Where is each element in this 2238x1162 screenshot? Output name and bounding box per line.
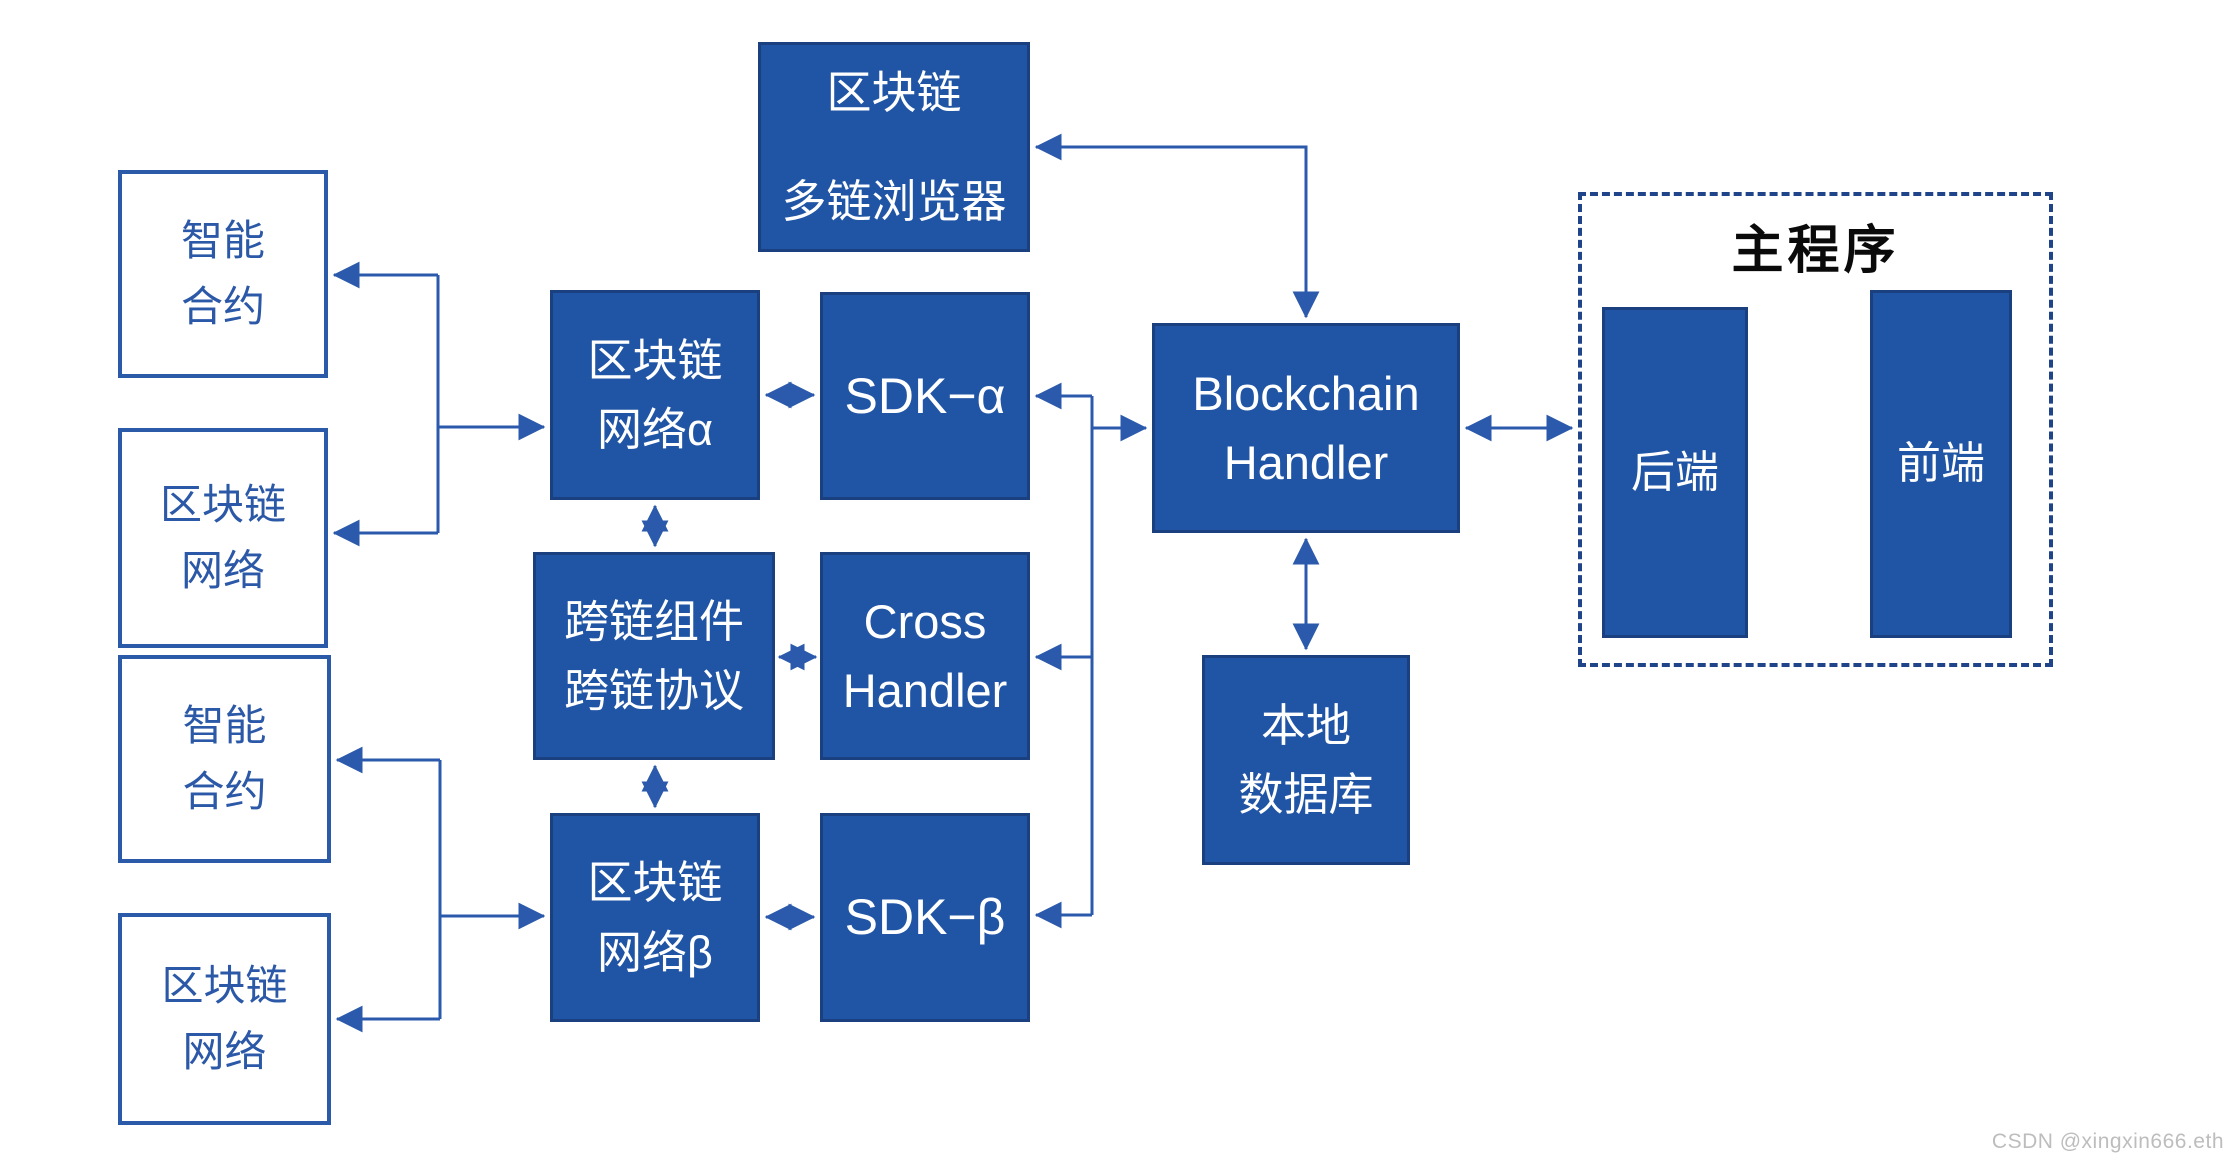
blockchain-network-bottom-line1: 区块链 <box>161 962 288 1010</box>
smart-contract-bottom-line1: 智能 <box>182 702 267 750</box>
node-blockchain-network-bottom: 区块链 网络 <box>118 913 331 1125</box>
double-arrow-browser-handler <box>1034 133 1320 319</box>
network-beta-line1: 区块链 <box>587 857 723 909</box>
cross-component-line2: 跨链协议 <box>563 665 744 716</box>
smart-contract-top-line2: 合约 <box>180 283 265 330</box>
blockchain-network-top-line2: 网络 <box>180 547 265 594</box>
smart-contract-top-line1: 智能 <box>180 217 265 265</box>
node-local-database: 本地 数据库 <box>1202 655 1410 865</box>
blockchain-network-bottom-line2: 网络 <box>182 1028 267 1075</box>
backend-label: 后端 <box>1631 447 1719 497</box>
multi-chain-browser-line2: 多链浏览器 <box>781 176 1007 227</box>
node-frontend: 前端 <box>1870 290 2012 638</box>
multi-chain-browser-line1: 区块链 <box>826 66 962 118</box>
main-program-title: 主程序 <box>1731 222 1900 280</box>
node-blockchain-network-top: 区块链 网络 <box>118 428 328 648</box>
node-network-alpha: 区块链 网络α <box>550 290 760 500</box>
cross-handler-line2: Handler <box>842 664 1008 717</box>
node-multi-chain-browser: 区块链 多链浏览器 <box>758 42 1030 252</box>
network-alpha-line1: 区块链 <box>587 334 723 386</box>
cross-component-line1: 跨链组件 <box>563 595 744 647</box>
sdk-beta-label: SDK−β <box>844 889 1006 945</box>
node-sdk-beta: SDK−β <box>820 813 1030 1022</box>
node-sdk-alpha: SDK−α <box>820 292 1030 500</box>
smart-contract-bottom-line2: 合约 <box>182 768 267 815</box>
node-blockchain-handler: Blockchain Handler <box>1152 323 1460 533</box>
network-alpha-line2: 网络α <box>596 404 714 455</box>
cross-handler-line1: Cross <box>863 594 987 648</box>
node-cross-handler: Cross Handler <box>820 552 1030 760</box>
blockchain-handler-line2: Handler <box>1223 436 1389 489</box>
node-smart-contract-bottom: 智能 合约 <box>118 655 331 863</box>
blockchain-handler-line1: Blockchain <box>1192 366 1420 420</box>
main-program-container: 主程序 <box>1578 192 2053 667</box>
local-database-line2: 数据库 <box>1238 769 1374 820</box>
sdk-alpha-label: SDK−α <box>844 367 1006 424</box>
node-network-beta: 区块链 网络β <box>550 813 760 1022</box>
local-database-line1: 本地 <box>1260 699 1351 751</box>
node-backend: 后端 <box>1602 307 1748 638</box>
network-beta-line2: 网络β <box>597 926 713 978</box>
frontend-label: 前端 <box>1897 439 1985 489</box>
blockchain-network-top-line1: 区块链 <box>159 481 286 529</box>
csdn-watermark: CSDN @xingxin666.eth <box>1991 1130 2224 1153</box>
node-cross-component: 跨链组件 跨链协议 <box>533 552 775 760</box>
node-smart-contract-top: 智能 合约 <box>118 170 328 378</box>
